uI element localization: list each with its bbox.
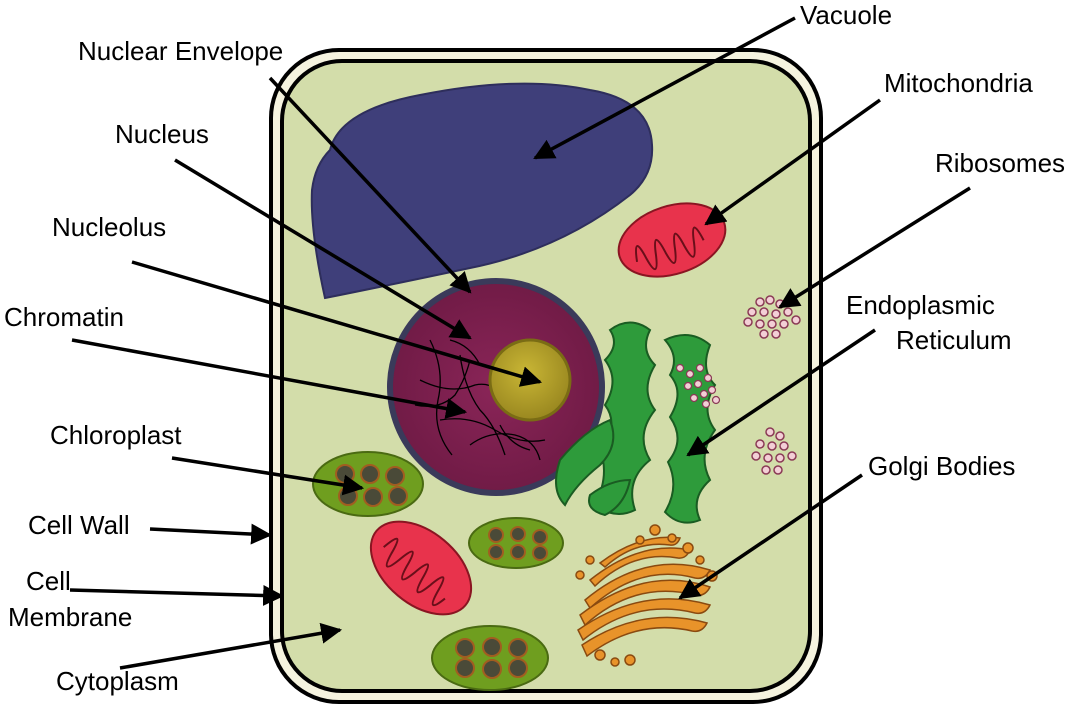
arrow-endoplasmic-reticulum — [686, 328, 876, 457]
arrow-ribosomes — [778, 186, 971, 309]
arrow-nucleolus — [131, 260, 543, 387]
label-mitochondria: Mitochondria — [884, 68, 1033, 98]
label-ribosomes: Ribosomes — [935, 148, 1065, 178]
label-golgi-bodies: Golgi Bodies — [868, 451, 1015, 481]
label-nuclear-envelope: Nuclear Envelope — [78, 36, 283, 66]
label-endoplasmic: Endoplasmic — [846, 290, 995, 320]
arrow-nuclear-envelope — [268, 76, 472, 294]
label-membrane: Membrane — [8, 602, 132, 632]
label-vacuole: Vacuole — [800, 0, 892, 30]
pointer-arrows — [69, 16, 971, 670]
label-cell: Cell — [26, 566, 71, 596]
arrow-golgi — [678, 473, 863, 600]
arrow-vacuole — [533, 16, 796, 160]
arrow-mitochondria — [704, 98, 882, 226]
ribosome-cluster-lower — [751, 427, 797, 475]
label-cell-wall: Cell Wall — [28, 510, 130, 540]
vacuole-shape — [310, 82, 654, 300]
labels: Vacuole Nuclear Envelope Mitochondria Nu… — [4, 0, 1065, 696]
arrow-chloroplast — [171, 456, 365, 496]
arrow-cell-membrane — [69, 584, 285, 606]
chloroplast-upper — [312, 451, 424, 517]
mitochondrion-lower — [369, 520, 473, 616]
arrow-nucleus — [174, 158, 472, 340]
label-nucleus: Nucleus — [115, 119, 209, 149]
chloroplast-lower — [431, 625, 549, 691]
label-chromatin: Chromatin — [4, 302, 124, 332]
golgi-body-shape — [575, 524, 718, 667]
label-nucleolus: Nucleolus — [52, 212, 166, 242]
arrow-chromatin — [71, 338, 468, 419]
label-reticulum: Reticulum — [896, 325, 1012, 355]
arrow-cell-wall — [149, 523, 273, 545]
nucleus-shape — [387, 278, 605, 496]
label-chloroplast: Chloroplast — [50, 420, 182, 450]
er-ribosomes — [675, 363, 721, 409]
chloroplast-middle — [468, 517, 564, 569]
arrow-cytoplasm — [119, 622, 343, 670]
label-cytoplasm: Cytoplasm — [56, 666, 179, 696]
